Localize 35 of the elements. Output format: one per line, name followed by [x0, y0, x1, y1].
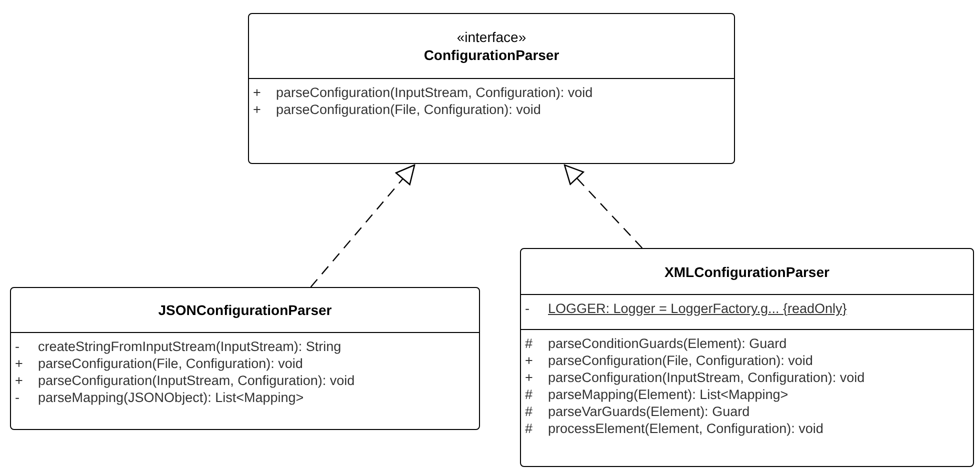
class-box: [10, 287, 480, 430]
class-name: JSONConfigurationParser: [158, 302, 332, 318]
visibility-symbol: -: [14, 390, 20, 405]
operation-text: parseConfiguration(InputStream, Configuration): void: [38, 373, 355, 388]
operation-text: parseConditionGuards(Element): Guard: [548, 336, 787, 351]
operation-text: parseMapping(JSONObject): List<Mapping>: [38, 390, 304, 405]
stereotype-label: «interface»: [456, 29, 526, 45]
class-name: XMLConfigurationParser: [664, 264, 830, 280]
visibility-symbol: #: [524, 336, 534, 351]
visibility-symbol: -: [14, 339, 20, 354]
operation-text: parseConfiguration(InputStream, Configuration): void: [548, 370, 865, 385]
attribute-text: LOGGER: Logger = LoggerFactory.g... {readOnly}: [548, 301, 847, 316]
operation-text: createStringFromInputStream(InputStream): String: [38, 339, 342, 354]
operation-text: parseVarGuards(Element): Guard: [548, 404, 750, 419]
visibility-symbol: #: [524, 387, 534, 402]
class-name: ConfigurationParser: [424, 47, 560, 63]
operation-text: parseConfiguration(File, Configuration): void: [276, 102, 541, 117]
visibility-symbol: -: [524, 301, 530, 316]
visibility-symbol: +: [14, 373, 24, 388]
visibility-symbol: +: [524, 370, 534, 385]
visibility-symbol: +: [252, 85, 262, 100]
visibility-symbol: +: [14, 356, 24, 371]
operation-text: parseMapping(Element): List<Mapping>: [548, 387, 788, 402]
visibility-symbol: #: [524, 404, 534, 419]
class-box: [248, 13, 735, 164]
visibility-symbol: +: [252, 102, 262, 117]
operation-text: parseConfiguration(InputStream, Configuration): void: [276, 85, 593, 100]
operation-text: processElement(Element, Configuration): void: [548, 421, 824, 436]
realization-arrow: [310, 164, 416, 288]
visibility-symbol: +: [524, 353, 534, 368]
visibility-symbol: #: [524, 421, 534, 436]
realization-arrow: [564, 164, 643, 248]
operation-text: parseConfiguration(File, Configuration): void: [548, 353, 813, 368]
class-box: [520, 248, 974, 467]
operation-text: parseConfiguration(File, Configuration): void: [38, 356, 303, 371]
